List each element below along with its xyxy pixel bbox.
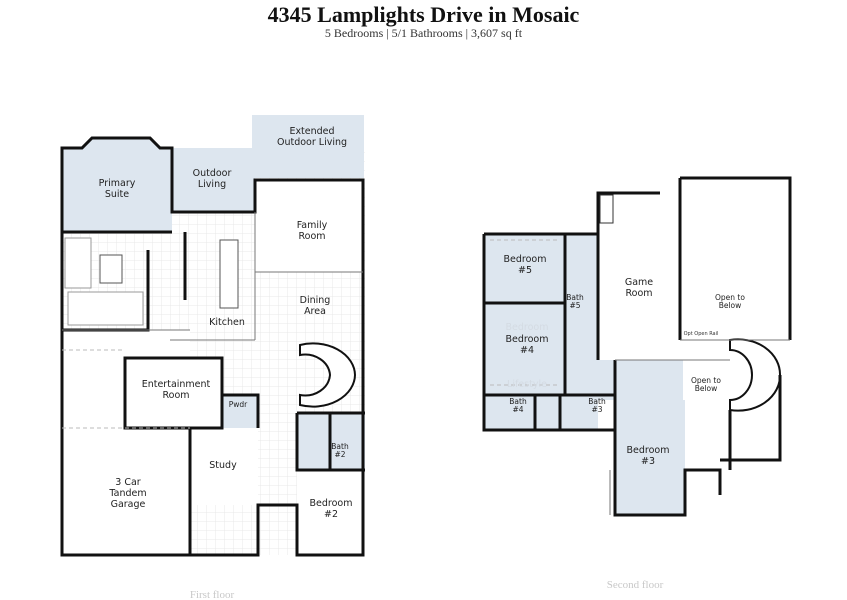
svg-text:Primary: Primary	[99, 178, 136, 189]
svg-text:Kitchen: Kitchen	[209, 317, 245, 328]
outdoor-living-area	[172, 148, 255, 212]
bedroom-3	[615, 400, 685, 515]
svg-text:Open to: Open to	[715, 293, 745, 302]
svg-text:Opt Open Rail: Opt Open Rail	[684, 331, 719, 337]
svg-text:#4: #4	[512, 405, 523, 414]
open-to-below	[680, 178, 790, 340]
svg-text:#2: #2	[324, 509, 338, 520]
svg-text:Dining: Dining	[300, 295, 331, 306]
svg-text:Suite: Suite	[105, 189, 129, 200]
second-floor-caption: Second floor	[607, 579, 664, 591]
svg-text:Below: Below	[695, 384, 718, 393]
kitchen-island	[219, 239, 239, 309]
svg-text:Study: Study	[209, 460, 237, 471]
entertainment-room	[125, 358, 222, 428]
svg-text:Pwdr: Pwdr	[229, 400, 248, 409]
svg-text:Garage: Garage	[111, 499, 146, 510]
svg-text:#3: #3	[641, 456, 655, 467]
svg-text:#5: #5	[518, 265, 532, 276]
svg-text:Bedroom: Bedroom	[506, 334, 549, 345]
extended-outdoor-living-area	[252, 115, 364, 178]
svg-text:Bath: Bath	[509, 397, 527, 406]
svg-text:#2: #2	[334, 450, 345, 459]
svg-text:#5: #5	[569, 301, 580, 310]
svg-text:#4: #4	[520, 345, 534, 356]
svg-text:Bedroom: Bedroom	[310, 498, 353, 509]
svg-text:Open to: Open to	[691, 376, 721, 385]
svg-text:Lifestyle: Lifestyle	[507, 379, 547, 390]
svg-text:#3: #3	[591, 405, 602, 414]
curved-staircase-upper	[729, 338, 782, 412]
svg-text:Outdoor Living: Outdoor Living	[277, 137, 347, 148]
family-room	[255, 180, 363, 272]
bedroom-2	[297, 470, 365, 555]
primary-suite-room	[62, 138, 172, 232]
study	[190, 428, 258, 505]
powder-room	[222, 395, 258, 428]
svg-text:Bedroom: Bedroom	[627, 445, 670, 456]
svg-text:Area: Area	[304, 306, 326, 317]
svg-text:Outdoor: Outdoor	[193, 168, 232, 179]
first-floor-caption: First floor	[190, 589, 235, 600]
svg-text:3 Car: 3 Car	[115, 477, 141, 488]
svg-text:Bedroom: Bedroom	[506, 322, 549, 333]
svg-text:Bath: Bath	[588, 397, 606, 406]
svg-text:Room: Room	[162, 390, 189, 401]
svg-text:Bedroom: Bedroom	[504, 254, 547, 265]
svg-text:Room: Room	[298, 231, 325, 242]
second-floor-labels: Bedroom #5 Bath #5 Bedroom Bedroom #4 Li…	[504, 254, 746, 591]
svg-text:Tandem: Tandem	[108, 488, 146, 499]
svg-text:Game: Game	[625, 277, 653, 288]
game-room	[598, 225, 680, 360]
primary-closet	[67, 291, 144, 326]
svg-text:Family: Family	[297, 220, 328, 231]
page-title: 4345 Lamplights Drive in Mosaic	[267, 2, 580, 27]
svg-text:Living: Living	[198, 179, 226, 190]
svg-text:Below: Below	[719, 301, 742, 310]
svg-text:Bath: Bath	[566, 293, 584, 302]
bathtub	[99, 254, 123, 284]
first-floor-labels: Primary Suite Outdoor Living Extended Ou…	[99, 126, 353, 600]
page-subtitle: 5 Bedrooms | 5/1 Bathrooms | 3,607 sq ft	[324, 26, 523, 40]
svg-text:Bath: Bath	[331, 442, 349, 451]
first-floor-plan	[60, 115, 365, 557]
svg-text:Entertainment: Entertainment	[142, 379, 211, 390]
second-floor-plan	[482, 176, 792, 517]
svg-text:Extended: Extended	[289, 126, 334, 137]
curved-staircase	[299, 342, 357, 408]
svg-text:Room: Room	[625, 288, 652, 299]
